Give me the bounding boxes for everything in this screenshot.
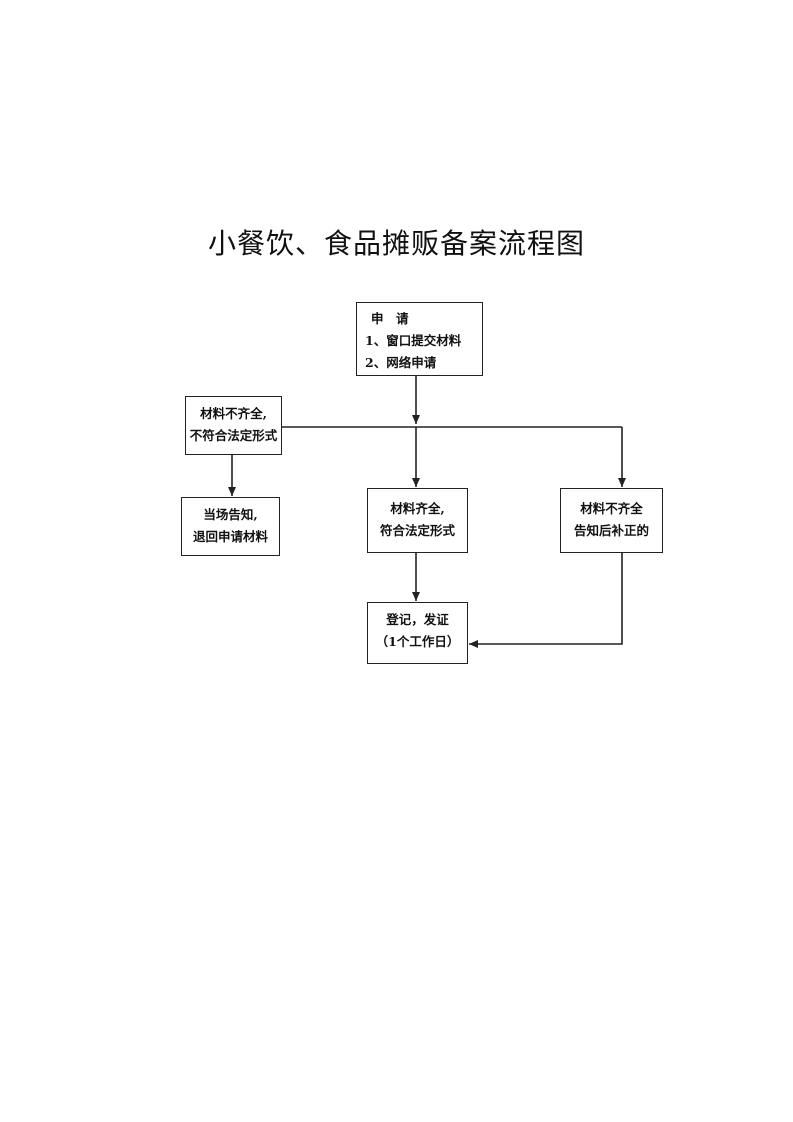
node-register: 登记，发证 （1个工作日） bbox=[367, 602, 468, 664]
node-complete-line-2: 符合法定形式 bbox=[379, 523, 455, 538]
node-register-line-1: 登记，发证 bbox=[386, 612, 449, 627]
node-complete: 材料齐全, 符合法定形式 bbox=[367, 488, 468, 553]
node-return-materials: 当场告知, 退回申请材料 bbox=[181, 497, 280, 556]
node-apply: 申 请 1、窗口提交材料 2、网络申请 bbox=[356, 302, 483, 376]
node-corrected-line-2: 告知后补正的 bbox=[573, 523, 649, 538]
node-complete-line-1: 材料齐全, bbox=[390, 501, 445, 516]
node-apply-line-3: 2、网络申请 bbox=[365, 355, 437, 370]
node-corrected-line-1: 材料不齐全 bbox=[580, 501, 643, 516]
node-return-materials-line-2: 退回申请材料 bbox=[192, 529, 268, 544]
node-corrected: 材料不齐全 告知后补正的 bbox=[560, 488, 663, 553]
node-return-materials-line-1: 当场告知, bbox=[203, 507, 258, 522]
edge-corrected-to-register bbox=[469, 553, 623, 648]
node-incomplete-reject-line-1: 材料不齐全, bbox=[200, 406, 267, 421]
node-incomplete-reject: 材料不齐全, 不符合法定形式 bbox=[185, 396, 282, 455]
node-incomplete-reject-line-2: 不符合法定形式 bbox=[189, 428, 278, 443]
node-register-line-2: （1个工作日） bbox=[375, 634, 460, 649]
node-apply-line-1: 申 请 bbox=[371, 311, 409, 326]
node-apply-line-2: 1、窗口提交材料 bbox=[365, 333, 462, 348]
page-title: 小餐饮、食品摊贩备案流程图 bbox=[207, 227, 585, 260]
